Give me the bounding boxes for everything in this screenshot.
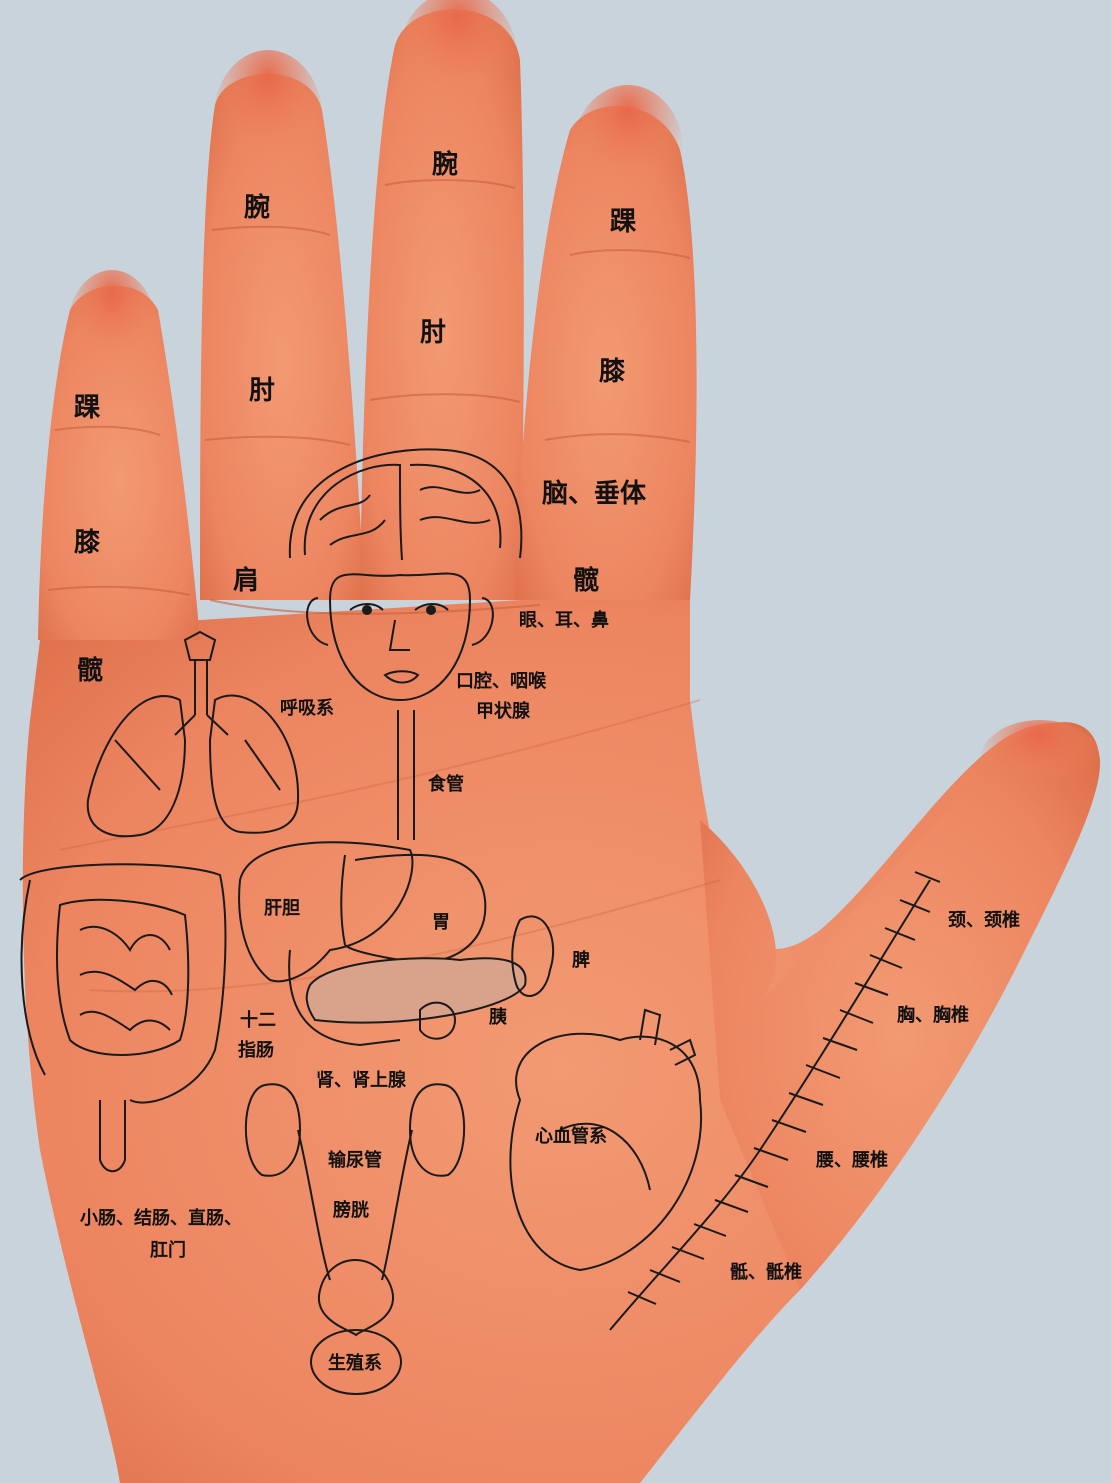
- cardiovascular-label: 心血管系: [535, 1126, 607, 1148]
- mouth-throat-label: 口腔、咽喉: [456, 671, 546, 693]
- spleen-label: 脾: [572, 950, 590, 972]
- respiratory-label: 呼吸系: [280, 698, 334, 720]
- index-hip-label: 髋: [573, 566, 599, 597]
- ring-wrist-label: 腕: [244, 193, 270, 224]
- reproductive-label: 生殖系: [328, 1353, 382, 1375]
- index-knee-label: 膝: [599, 357, 625, 388]
- ring-elbow-label: 肘: [249, 376, 275, 407]
- bladder-label: 膀胱: [333, 1200, 369, 1222]
- ureter-label: 输尿管: [328, 1150, 382, 1172]
- ring-shoulder-label: 肩: [233, 566, 259, 597]
- index-ankle-label: 踝: [610, 207, 636, 238]
- neck-cervical-label: 颈、颈椎: [948, 910, 1020, 932]
- kidney-adrenal-label: 肾、肾上腺: [316, 1070, 406, 1092]
- intestines-label-line1: 小肠、结肠、直肠、: [80, 1208, 242, 1230]
- pinky-ankle-label: 踝: [74, 393, 100, 424]
- pinky-knee-label: 膝: [74, 528, 100, 559]
- liver-gallbladder-label: 肝胆: [264, 898, 300, 920]
- esophagus-label: 食管: [428, 774, 464, 796]
- pancreas-label: 胰: [489, 1007, 507, 1029]
- eye-ear-nose-label: 眼、耳、鼻: [519, 610, 609, 632]
- intestines-label-line2: 肛门: [150, 1240, 186, 1262]
- middle-wrist-label: 腕: [432, 150, 458, 181]
- thyroid-label: 甲状腺: [476, 701, 530, 723]
- sacrum-label: 骶、骶椎: [730, 1262, 802, 1284]
- brain-pituitary-label: 脑、垂体: [542, 479, 646, 510]
- middle-elbow-label: 肘: [420, 318, 446, 349]
- duodenum-label-line2: 指肠: [238, 1040, 274, 1062]
- stomach-label: 胃: [432, 912, 450, 934]
- waist-lumbar-label: 腰、腰椎: [816, 1150, 888, 1172]
- pinky-hip-label: 髋: [77, 656, 103, 687]
- duodenum-label-line1: 十二: [240, 1010, 276, 1032]
- chest-thoracic-label: 胸、胸椎: [897, 1005, 969, 1027]
